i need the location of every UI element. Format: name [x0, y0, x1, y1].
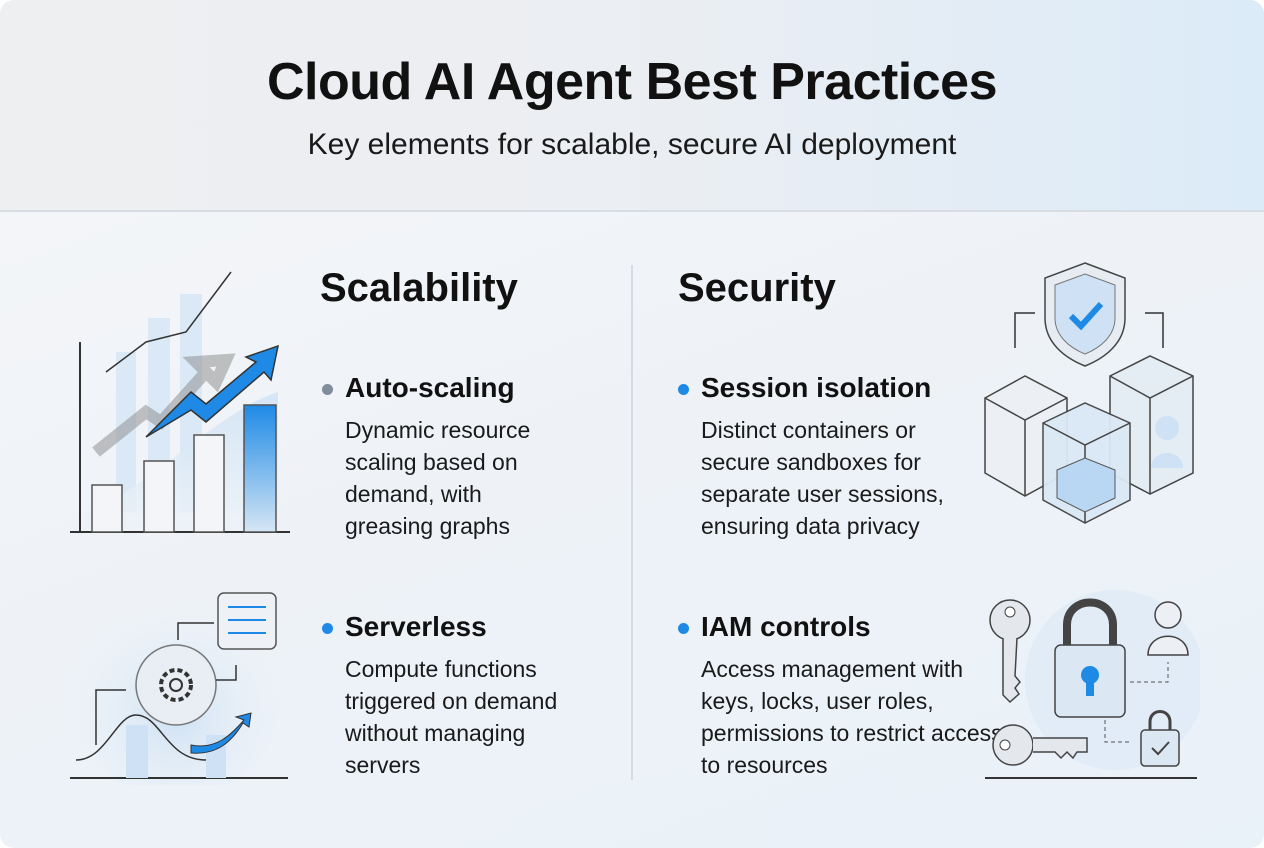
bullet-icon: [678, 623, 689, 634]
bullet-icon: [678, 384, 689, 395]
item-body: Compute functions triggered on demand wi…: [345, 656, 558, 778]
isolated-containers-icon: [984, 262, 1194, 524]
header-banner: Cloud AI Agent Best Practices Key elemen…: [0, 0, 1264, 212]
item-heading: Auto-scaling: [345, 372, 515, 403]
session-isolation-item: Session isolation Distinct containers or…: [678, 370, 991, 542]
keys-locks-icon: [985, 590, 1200, 779]
iam-controls-item: IAM controls Access management with keys…: [678, 609, 1003, 781]
page-subtitle: Key elements for scalable, secure AI dep…: [307, 128, 957, 161]
serverless-item: Serverless Compute functions triggered o…: [322, 609, 635, 781]
growth-chart-icon: [70, 271, 290, 533]
auto-scaling-item: Auto-scaling Dynamic resource scaling ba…: [322, 370, 635, 542]
item-body: Dynamic resource scaling based on demand…: [345, 417, 531, 539]
bullet-icon: [322, 384, 333, 395]
column-divider: [631, 265, 633, 780]
scalability-title: Scalability: [320, 266, 518, 310]
item-body: Distinct containers or secure sandboxes …: [701, 417, 944, 539]
item-heading: Session isolation: [701, 372, 932, 403]
bullet-icon: [322, 623, 333, 634]
serverless-gear-icon: [70, 590, 288, 785]
security-title: Security: [678, 266, 836, 310]
page-title: Cloud AI Agent Best Practices: [266, 53, 998, 111]
item-body: Access management with keys, locks, user…: [701, 656, 1003, 778]
item-heading: Serverless: [345, 611, 487, 642]
item-heading: IAM controls: [701, 611, 871, 642]
